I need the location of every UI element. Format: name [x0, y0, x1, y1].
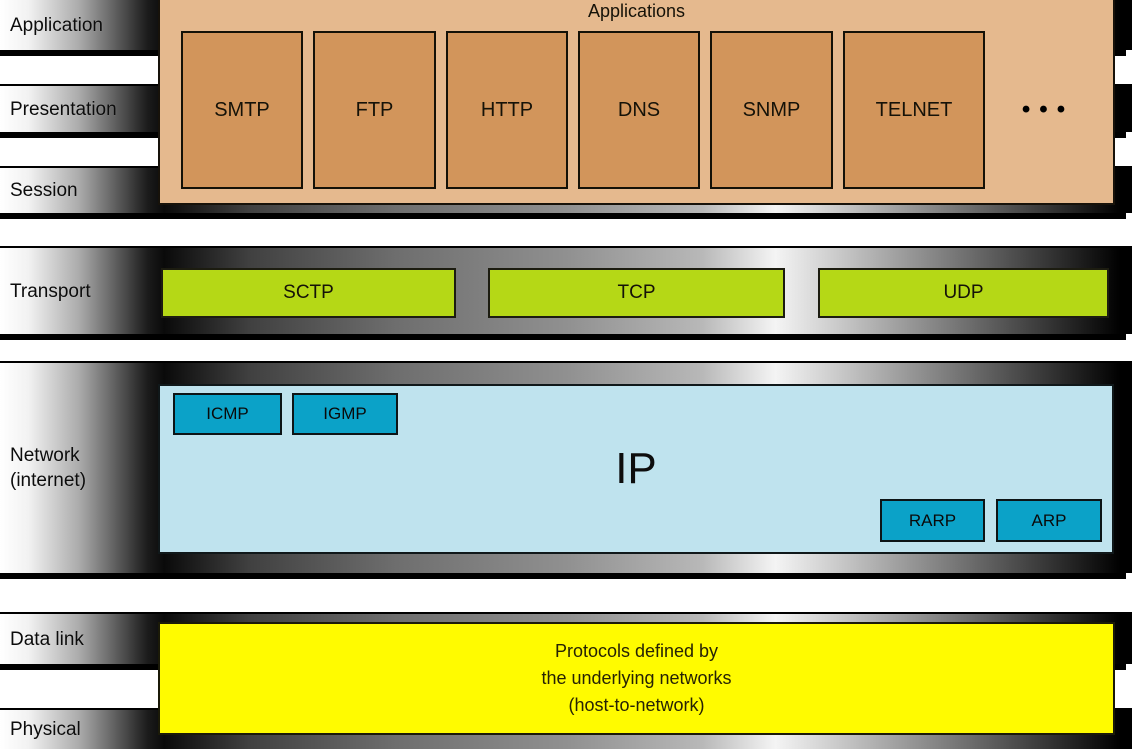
host-to-network-box: Protocols defined by the underlying netw…	[158, 622, 1115, 735]
protocol-box-http: HTTP	[446, 31, 568, 189]
layer-label-presentation: Presentation	[10, 98, 117, 120]
protocol-box-snmp: SNMP	[710, 31, 833, 189]
layer-label-datalink: Data link	[10, 628, 84, 650]
protocol-box-ftp: FTP	[313, 31, 436, 189]
protocol-box-udp: UDP	[818, 268, 1109, 318]
protocol-box-tcp: TCP	[488, 268, 785, 318]
layer-label-transport: Transport	[10, 280, 91, 302]
protocol-box-telnet: TELNET	[843, 31, 985, 189]
protocol-box-dns: DNS	[578, 31, 700, 189]
protocol-box-igmp: IGMP	[292, 393, 398, 435]
protocol-box-smtp: SMTP	[181, 31, 303, 189]
ip-label: IP	[615, 444, 657, 493]
protocol-box-arp: ARP	[996, 499, 1102, 542]
layer-label-session: Session	[10, 180, 78, 201]
layer-label-application: Application	[10, 14, 103, 36]
more-protocols-ellipsis: •••	[1021, 96, 1075, 123]
applications-title: Applications	[587, 1, 686, 21]
protocol-box-icmp: ICMP	[173, 393, 282, 435]
protocol-box-rarp: RARP	[880, 499, 985, 542]
protocol-box-sctp: SCTP	[161, 268, 456, 318]
host-to-network-note: Protocols defined by the underlying netw…	[541, 641, 732, 715]
layer-label-physical: Physical	[10, 719, 81, 740]
layer-label-network: Network (internet)	[10, 445, 87, 491]
